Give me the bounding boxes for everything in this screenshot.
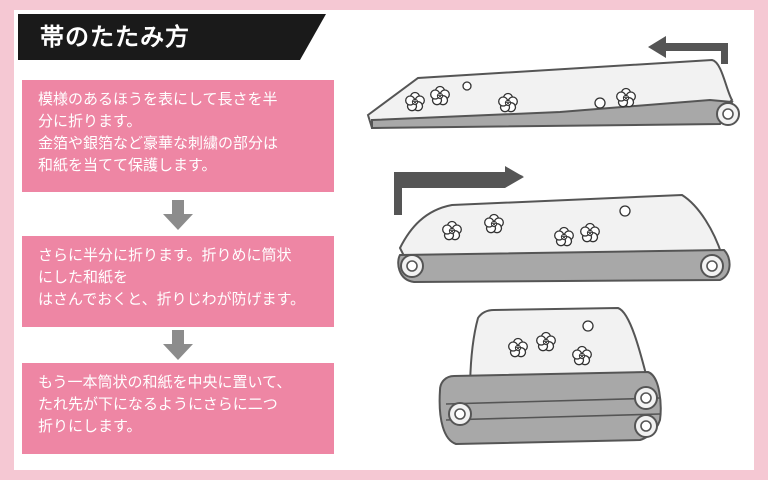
title-banner-shape <box>18 14 326 60</box>
page-title: 帯のたたみ方 <box>40 23 190 51</box>
step-3-line: 折りにします。 <box>38 417 142 435</box>
step-3-line: もう一本筒状の和紙を中央に置いて、 <box>38 373 292 391</box>
obi-step-1 <box>366 58 740 130</box>
step-2-line: はさんでおくと、折りじわが防げます。 <box>38 290 306 308</box>
obi-step-3 <box>438 306 662 446</box>
title-banner: 帯のたたみ方 <box>18 14 326 60</box>
step-1-box: 模様のあるほうを表にして長さを半 分に折ります。 金箔や銀箔など豪華な刺繍の部分… <box>22 80 334 192</box>
step-1-line: 模様のあるほうを表にして長さを半 <box>38 90 278 108</box>
step-2-box: さらに半分に折ります。折りめに筒状 にした和紙を はさんでおくと、折りじわが防げ… <box>22 236 334 327</box>
obi-folding-illustration <box>366 36 740 446</box>
step-1-line: 金箔や銀箔など豪華な刺繍の部分は <box>38 134 279 152</box>
obi-step-2 <box>397 193 731 284</box>
step-2-line: さらに半分に折ります。折りめに筒状 <box>38 246 292 264</box>
step-1-line: 和紙を当てて保護します。 <box>38 156 217 174</box>
arrow-down-icon <box>163 200 193 230</box>
fold-direction-arrow-left-icon <box>648 36 728 64</box>
step-3-box: もう一本筒状の和紙を中央に置いて、 たれ先が下になるようにさらに二つ 折りにしま… <box>22 363 334 454</box>
fold-direction-arrow-right-icon <box>394 166 524 215</box>
step-2-line: にした和紙を <box>38 268 129 286</box>
step-3-line: たれ先が下になるようにさらに二つ <box>38 395 278 413</box>
arrow-down-icon <box>163 330 193 360</box>
step-1-line: 分に折ります。 <box>38 112 142 130</box>
